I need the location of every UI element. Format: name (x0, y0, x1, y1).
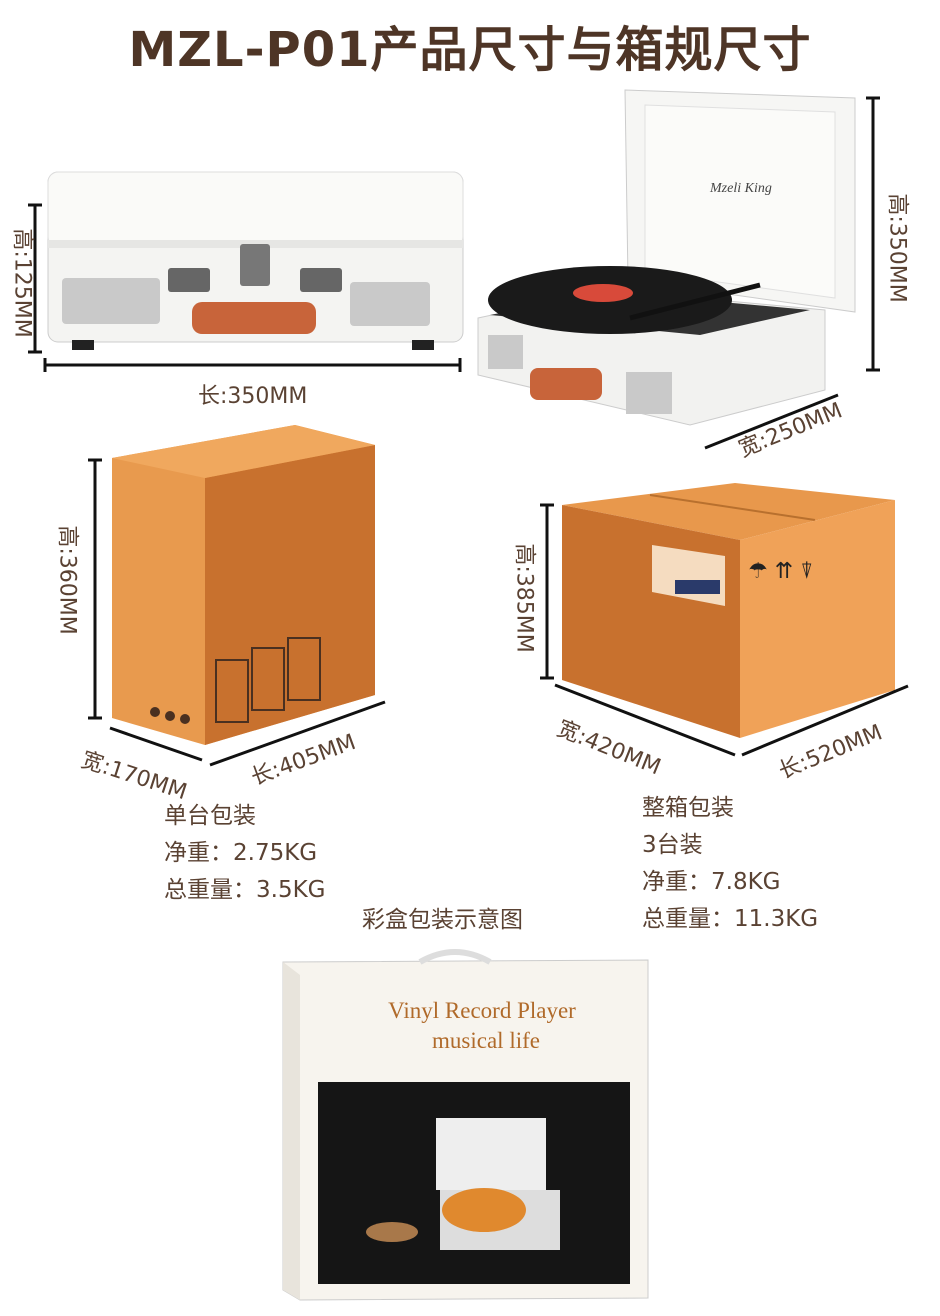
page-title: MZL-P01产品尺寸与箱规尺寸 (128, 22, 812, 78)
single-box-image (112, 425, 375, 745)
single-box-net-weight: 净重：2.75KG (164, 840, 318, 866)
carton-net-weight: 净重：7.8KG (642, 869, 781, 895)
closed-height-label: 高:125MM (9, 228, 35, 338)
retail-box-line2: musical life (432, 1028, 540, 1053)
closed-case-image (47, 171, 464, 350)
carton-quantity: 3台装 (642, 832, 703, 858)
single-box-info: 单台包装 净重：2.75KG 总重量：3.5KG (164, 798, 325, 909)
single-box-height-label: 高:360MM (54, 525, 80, 635)
open-player-image: Mzeli King (477, 89, 856, 426)
carton-image: ☂ ⇈ ⍒ (562, 483, 895, 738)
retail-box-caption: 彩盒包装示意图 (362, 907, 523, 933)
retail-box-line1: Vinyl Record Player (388, 998, 576, 1023)
carton-height-label: 高:385MM (511, 543, 537, 653)
open-height-label: 高:350MM (884, 193, 910, 303)
carton-pack-type: 整箱包装 (642, 795, 734, 821)
single-box-pack-type: 单台包装 (164, 803, 256, 829)
dimension-lines (28, 96, 909, 767)
svg-text:☂ ⇈ ⍒: ☂ ⇈ ⍒ (748, 559, 813, 584)
carton-gross-weight: 总重量：11.3KG (642, 906, 819, 932)
closed-length-label: 长:350MM (198, 384, 308, 409)
retail-box-image (282, 949, 649, 1301)
carton-info: 整箱包装 3台装 净重：7.8KG 总重量：11.3KG (642, 790, 818, 938)
svg-text:Mzeli King: Mzeli King (709, 181, 772, 196)
single-box-gross-weight: 总重量：3.5KG (164, 877, 326, 903)
